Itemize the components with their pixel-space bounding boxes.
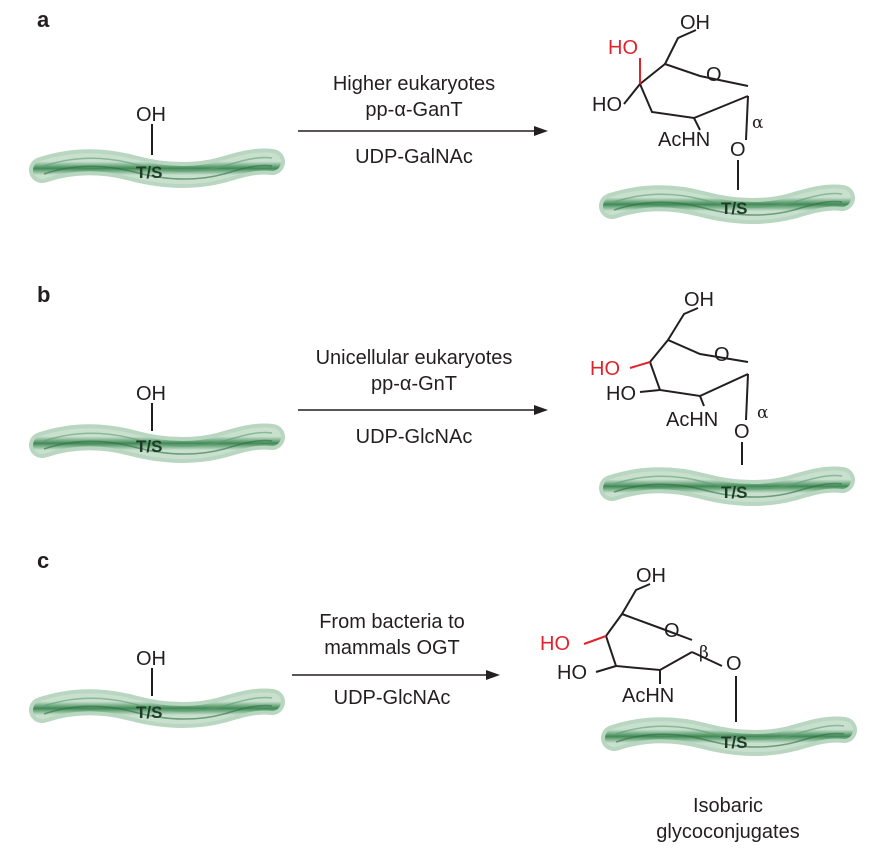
product-galnac: OH HO HO O AcHN O α T/S (592, 12, 842, 218)
strand-label: T/S (136, 163, 162, 182)
strand-label: T/S (721, 199, 747, 218)
panel-b: b OH T/S Unicellular eukaryotes pp-α-GnT… (37, 282, 842, 502)
arrow-label-line1: Higher eukaryotes (333, 73, 495, 95)
hydroxyl-label: OH (136, 648, 166, 670)
arrow-label-line2: mammals OGT (324, 637, 460, 659)
hydroxyl-label: OH (136, 383, 166, 405)
reactant-peptide: OH T/S (42, 383, 272, 456)
achn-label: AcHN (658, 129, 710, 151)
ho-highlight-label: HO (590, 358, 620, 380)
ring-oxygen-label: O (706, 64, 722, 86)
caption-line2: glycoconjugates (656, 821, 799, 843)
strand-label: T/S (136, 437, 162, 456)
strand-label: T/S (721, 733, 747, 752)
arrow-label-below: UDP-GalNAc (355, 146, 473, 168)
oh-top-label: OH (636, 565, 666, 587)
reaction-arrow: Unicellular eukaryotes pp-α-GnT UDP-GlcN… (298, 347, 548, 448)
anomer-label: α (752, 113, 764, 133)
arrow-label-below: UDP-GlcNAc (334, 687, 451, 709)
glycosidic-oxygen-label: O (734, 421, 750, 443)
ho-left-label: HO (606, 383, 636, 405)
reactant-peptide: OH T/S (42, 648, 272, 722)
arrow-label-line2: pp-α-GanT (365, 99, 462, 121)
glycosidic-oxygen-label: O (726, 653, 742, 675)
anomer-label: β (699, 643, 709, 663)
arrow-label-line1: From bacteria to (319, 611, 465, 633)
reaction-arrow: From bacteria to mammals OGT UDP-GlcNAc (292, 611, 500, 709)
panel-a: a OH T/S Higher eukaryotes pp-α-GanT UDP… (37, 7, 842, 218)
product-glcnac-beta: OH HO HO O AcHN O β T/S (540, 565, 844, 752)
panel-letter: c (37, 548, 49, 573)
reactant-peptide: OH T/S (42, 104, 272, 182)
achn-label: AcHN (666, 409, 718, 431)
ho-left-label: HO (557, 662, 587, 684)
panel-letter: a (37, 7, 50, 32)
product-glcnac-alpha: OH HO HO O AcHN O α T/S (590, 289, 842, 502)
oh-top-label: OH (680, 12, 710, 34)
arrow-label-line2: pp-α-GnT (371, 373, 457, 395)
arrow-head (534, 126, 548, 136)
achn-label: AcHN (622, 685, 674, 707)
ho-left-label: HO (592, 94, 622, 116)
arrow-head (534, 405, 548, 415)
glycosidic-oxygen-label: O (730, 139, 746, 161)
ring-oxygen-label: O (714, 344, 730, 366)
strand-label: T/S (721, 483, 747, 502)
ring-oxygen-label: O (664, 620, 680, 642)
ho-highlight-label: HO (608, 37, 638, 59)
hydroxyl-label: OH (136, 104, 166, 126)
panel-letter: b (37, 282, 50, 307)
arrow-head (486, 670, 500, 680)
oh-top-label: OH (684, 289, 714, 311)
caption-line1: Isobaric (693, 795, 763, 817)
panel-c: c OH T/S From bacteria to mammals OGT UD… (37, 548, 844, 843)
reaction-arrow: Higher eukaryotes pp-α-GanT UDP-GalNAc (298, 73, 548, 168)
strand-label: T/S (136, 703, 162, 722)
caption: Isobaric glycoconjugates (656, 795, 799, 843)
ho-highlight-label: HO (540, 633, 570, 655)
anomer-label: α (757, 403, 769, 423)
arrow-label-line1: Unicellular eukaryotes (316, 347, 513, 369)
arrow-label-below: UDP-GlcNAc (356, 426, 473, 448)
